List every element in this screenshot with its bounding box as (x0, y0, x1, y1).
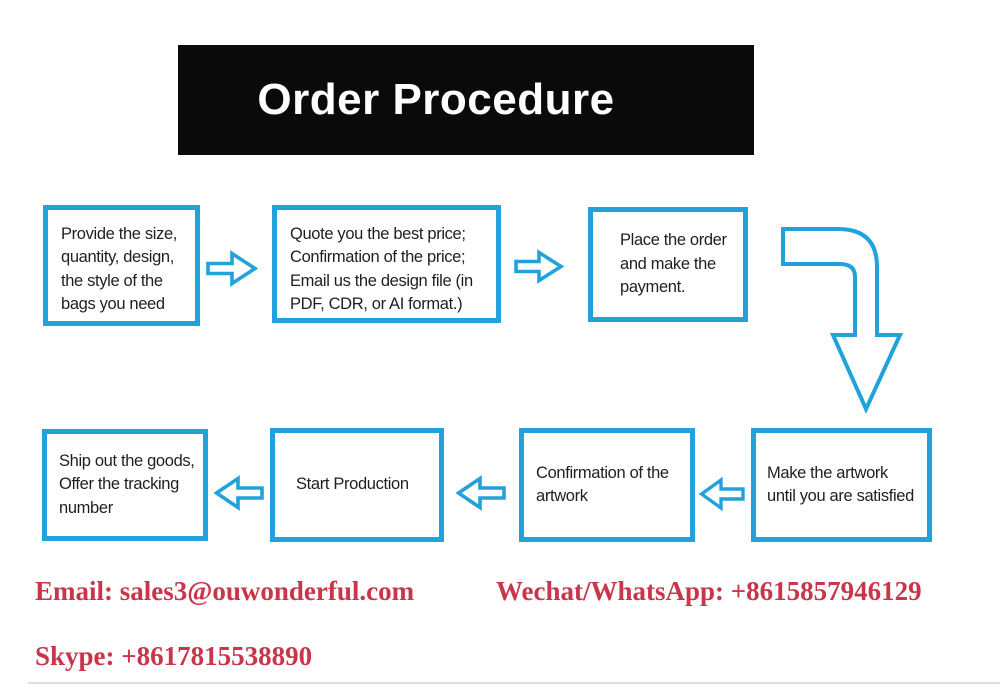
bottom-divider-line (28, 682, 1000, 684)
flow-step-ship-goods: Ship out the goods, Offer the tracking n… (42, 429, 208, 541)
page-title: Order Procedure (257, 75, 615, 124)
contact-wechat-whatsapp-text: Wechat/WhatsApp: +8615857946129 (496, 576, 922, 606)
contact-email-text: Email: sales3@ouwonderful.com (35, 576, 415, 606)
flow-step-text: Make the artwork until you are satisfied (767, 463, 914, 505)
flow-step-text: Place the order and make the payment. (620, 231, 727, 297)
flow-step-quote-price: Quote you the best price; Confirmation o… (272, 205, 501, 323)
flow-step-place-order: Place the order and make the payment. (588, 207, 748, 322)
arrow-right-icon (206, 250, 258, 287)
arrow-left-icon (214, 475, 264, 511)
flow-step-text: Ship out the goods, Offer the tracking n… (59, 451, 195, 517)
flow-step-text: Quote you the best price; Confirmation o… (290, 225, 473, 314)
contact-skype-text: Skype: +8617815538890 (35, 641, 313, 671)
header-banner: Order Procedure (178, 45, 754, 155)
flow-step-confirm-artwork: Confirmation of the artwork (519, 428, 695, 542)
flow-step-start-production: Start Production (270, 428, 444, 542)
flow-step-text: Confirmation of the artwork (536, 463, 669, 505)
arrow-left-icon (456, 475, 506, 511)
flow-step-provide-details: Provide the size, quantity, design, the … (43, 205, 200, 326)
flow-step-text: Start Production (296, 475, 409, 494)
arrow-elbow-down-icon (780, 222, 905, 414)
arrow-right-icon (514, 249, 564, 284)
arrow-left-icon (699, 477, 745, 511)
flow-step-text: Provide the size, quantity, design, the … (61, 225, 178, 314)
flow-step-make-artwork: Make the artwork until you are satisfied (751, 428, 932, 542)
